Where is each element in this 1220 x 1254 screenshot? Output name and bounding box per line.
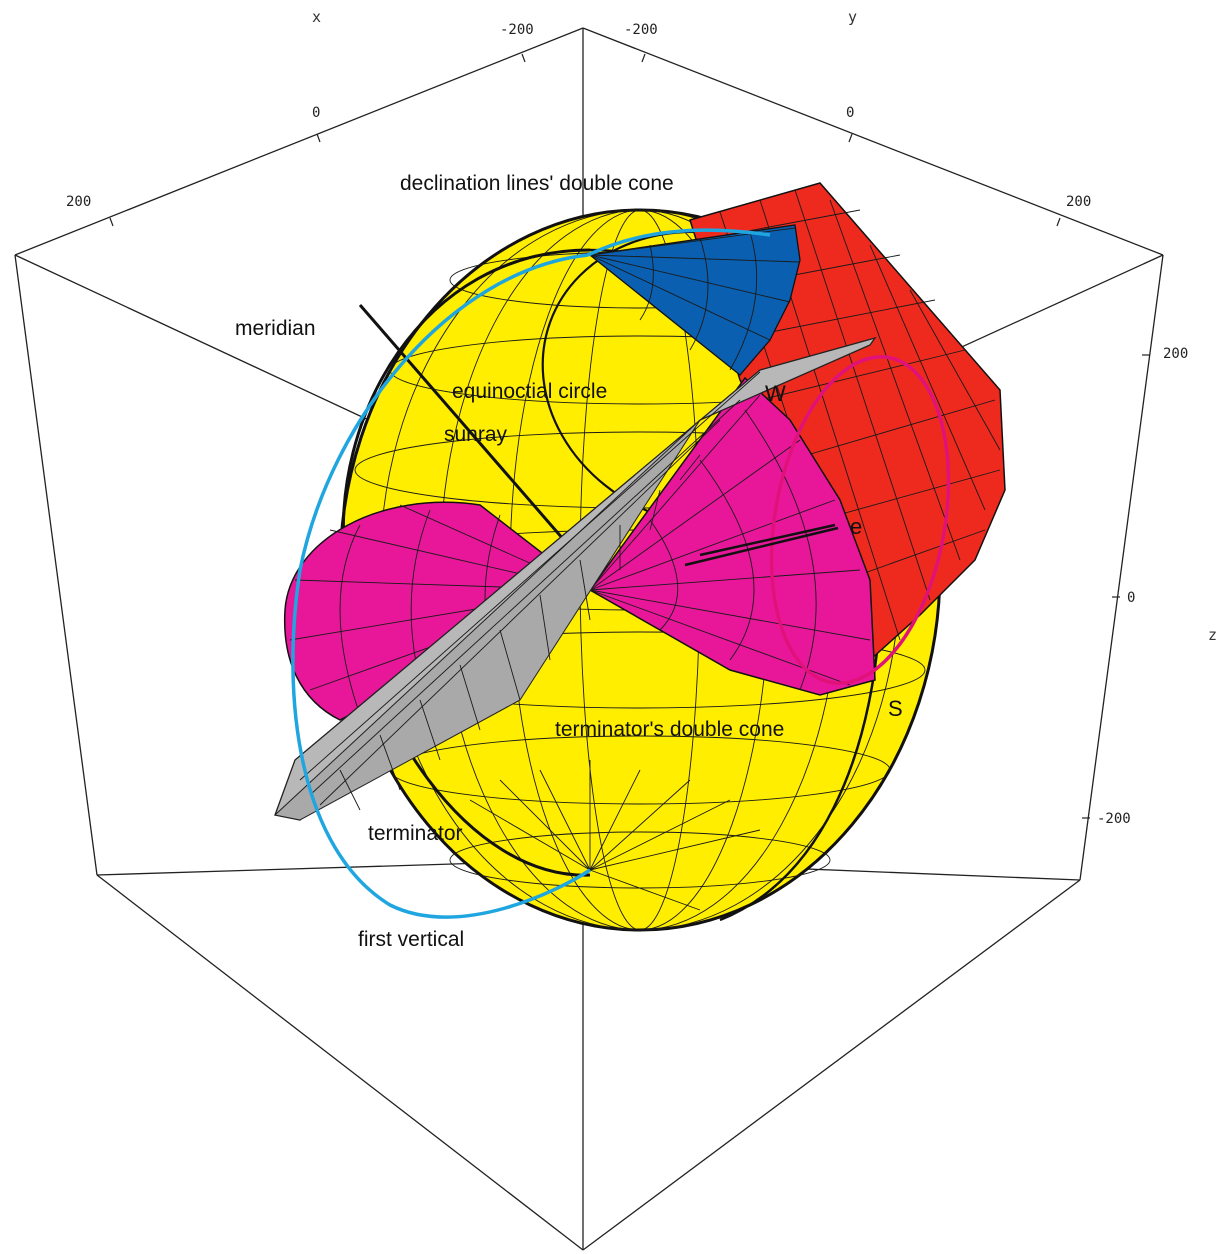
first-vertical-circle [291, 253, 591, 919]
x-tick-neg200: -200 [500, 22, 534, 38]
x-axis-title: x [312, 8, 321, 26]
z-tick-neg200: -200 [1097, 811, 1131, 827]
label-first-vertical: first vertical [358, 928, 464, 951]
y-axis-title: y [848, 8, 857, 26]
label-terminator: terminator [368, 822, 463, 845]
label-w: W [765, 381, 786, 406]
z-tick-0: 0 [1127, 590, 1135, 606]
label-meridian: meridian [235, 317, 316, 340]
terminator-plane [273, 336, 877, 821]
x-tick-0: 0 [312, 105, 320, 121]
bounding-box [14, 27, 1164, 1251]
label-terminator-cone: terminator's double cone [555, 718, 784, 741]
z-tick-200: 200 [1163, 346, 1188, 362]
label-equinoctial-circle: equinoctial circle [452, 380, 607, 403]
south-pole-fan [469, 760, 761, 911]
y-tick-0: 0 [846, 105, 854, 121]
label-e: e [850, 514, 862, 539]
axis-ticks [109, 53, 1150, 819]
label-sunray: sunray [444, 423, 508, 446]
y-tick-neg200: -200 [624, 22, 658, 38]
first-vertical-arc-top [587, 228, 771, 257]
x-tick-200: 200 [66, 194, 91, 210]
y-tick-200: 200 [1066, 194, 1091, 210]
label-s: S [888, 696, 903, 721]
z-axis-title: z [1208, 626, 1217, 644]
sun-lines [684, 523, 839, 567]
label-declination-cone: declination lines' double cone [400, 172, 674, 195]
